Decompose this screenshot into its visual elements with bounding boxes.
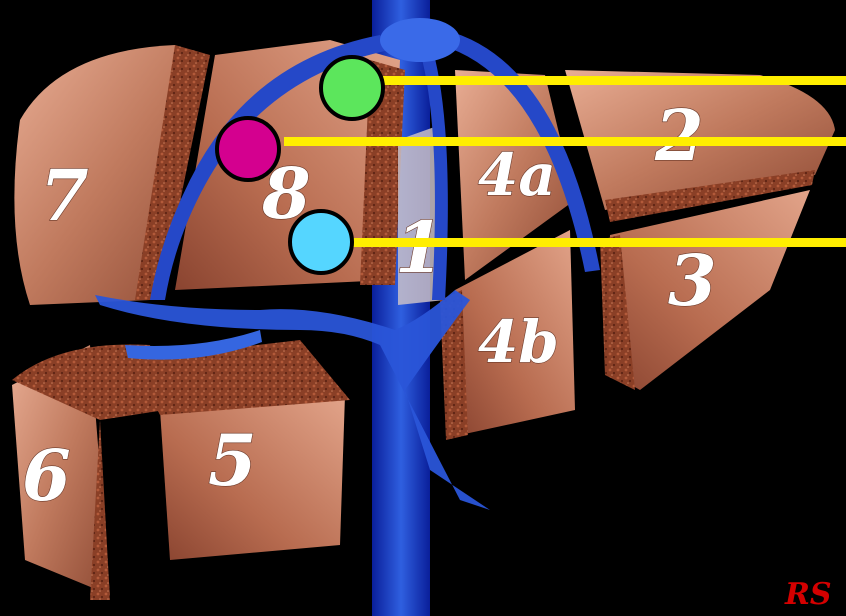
segment-label-6: 6 [22, 434, 71, 517]
segment-label-2: 2 [654, 94, 704, 177]
segment-label-4a: 4a [478, 141, 556, 209]
cyan-marker [290, 211, 352, 273]
leader-line-green [382, 76, 846, 85]
segment-label-3: 3 [668, 239, 717, 322]
segment-label-1: 1 [395, 206, 444, 289]
leader-line-cyan [350, 238, 846, 247]
segment-label-7: 7 [40, 154, 89, 237]
artist-signature: RS [784, 577, 832, 612]
leader-line-magenta [284, 137, 846, 146]
segment-label-5: 5 [208, 419, 257, 502]
green-marker [321, 57, 383, 119]
magenta-marker [217, 118, 279, 180]
segment-label-4b: 4b [478, 308, 559, 376]
hepatic-vein-confluence [380, 18, 460, 62]
